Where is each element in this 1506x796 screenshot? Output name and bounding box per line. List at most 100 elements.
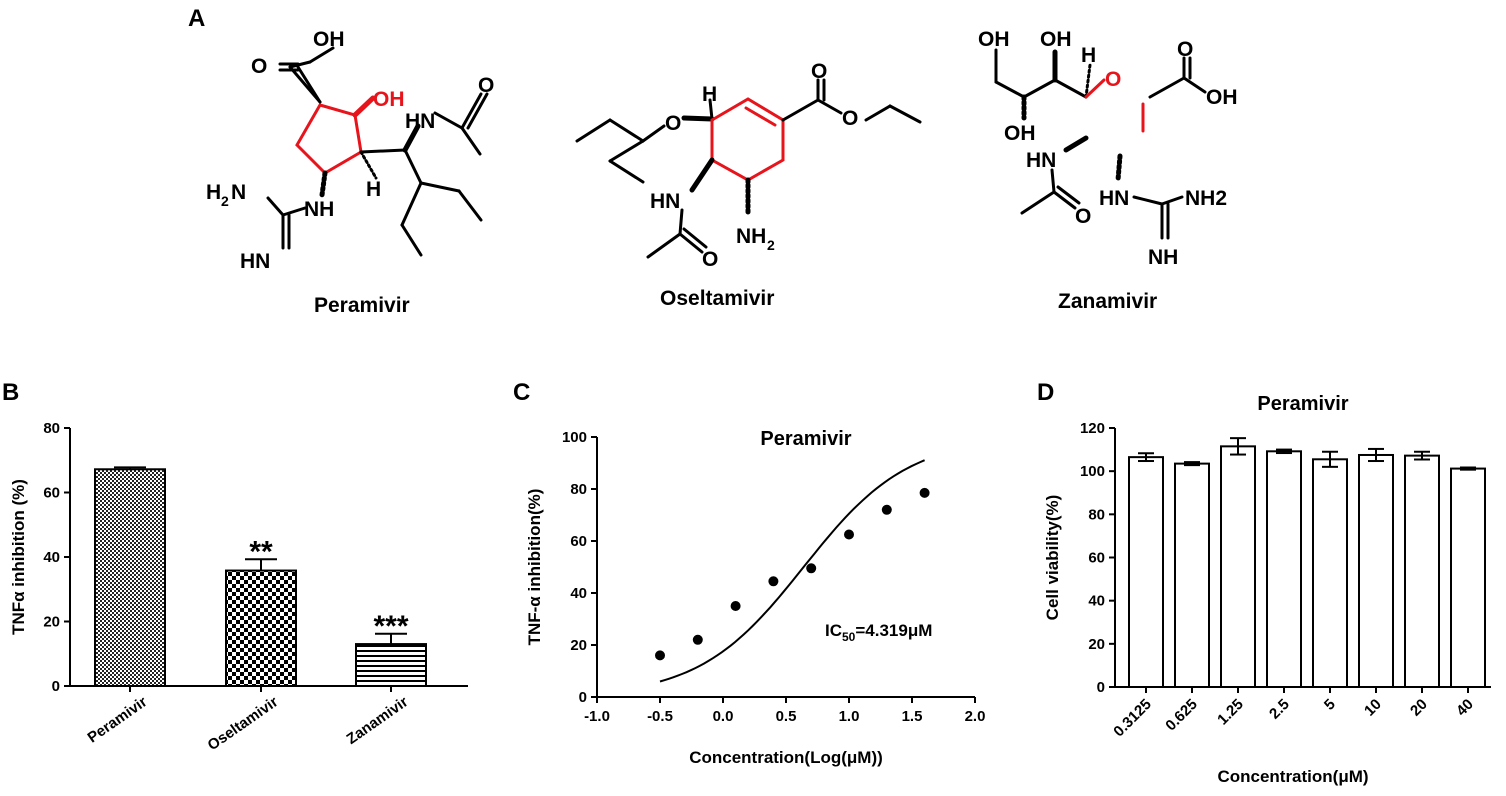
d-ytick-label-4: 80	[1088, 506, 1105, 523]
c-xtick-label-4: 1.0	[839, 708, 860, 725]
c-point-0	[655, 650, 665, 661]
zanamivir-oh2: OH	[1040, 28, 1072, 51]
c-ytick-label-4: 80	[570, 481, 587, 498]
c-ytick-label-2: 40	[570, 585, 587, 602]
structure-oseltamivir	[575, 78, 922, 259]
c-xtick-label-2: 0.0	[713, 708, 734, 725]
structure-peramivir-labels: OH O OH HN O H H 2 N NH HN Peramivir	[206, 28, 494, 317]
c-ytick-label-3: 60	[570, 533, 587, 550]
b-significance-1: **	[249, 535, 273, 568]
c-xtick-label-1: -0.5	[647, 708, 673, 725]
b-ylabel: TNFα inhibition (%)	[9, 479, 28, 635]
b-xtick-label-1: Oseltamivir	[205, 693, 282, 754]
c-point-6	[881, 504, 892, 515]
d-xtick-label-0: 0.3125	[1110, 696, 1154, 740]
oseltamivir-carbonyl-o: O	[811, 60, 827, 83]
peramivir-hn: HN	[240, 250, 270, 273]
zanamivir-hn: HN	[1026, 149, 1056, 172]
structure-zanamivir-labels: OH OH H O O OH OH HN HN NH2 O NH Zanamiv…	[978, 28, 1238, 313]
peramivir-cooh-oh: OH	[313, 28, 345, 51]
b-bar-0	[94, 468, 166, 687]
oseltamivir-ester-o: O	[842, 107, 858, 130]
b-ytick-label-2: 40	[43, 549, 60, 566]
d-xtick-label-2: 1.25	[1214, 696, 1247, 729]
oseltamivir-hn: HN	[650, 190, 680, 213]
zanamivir-oh1: OH	[978, 28, 1010, 51]
d-ytick-label-0: 0	[1097, 679, 1105, 696]
d-ytick-label-2: 40	[1088, 593, 1105, 610]
d-xtick-label-1: 0.625	[1162, 696, 1201, 735]
d-xlabel: Concentration(μM)	[1217, 767, 1368, 786]
b-significance-2: ***	[373, 610, 408, 643]
peramivir-h2n-sub: 2	[221, 193, 229, 209]
peramivir-h: H	[366, 178, 381, 201]
panel-label-d: D	[1037, 379, 1054, 406]
peramivir-nh: NH	[304, 198, 334, 221]
d-xtick-label-4: 5	[1321, 696, 1339, 714]
oseltamivir-caption: Oseltamivir	[660, 287, 774, 310]
zanamivir-carbonyl-o: O	[1177, 38, 1193, 61]
oseltamivir-ether-o: O	[665, 112, 681, 135]
c-title: Peramivir	[760, 428, 851, 450]
c-point-4	[806, 563, 817, 574]
peramivir-caption: Peramivir	[314, 294, 410, 317]
c-xlabel: Concentration(Log(μM))	[689, 748, 883, 767]
d-bar-3	[1266, 450, 1302, 688]
zanamivir-ring-o: O	[1105, 68, 1121, 91]
d-bar-1	[1174, 462, 1210, 688]
zanamivir-nh: NH	[1148, 246, 1178, 269]
peramivir-h2n-h: H	[206, 181, 221, 204]
d-ytick-label-6: 120	[1080, 420, 1105, 437]
d-bar-0	[1128, 456, 1164, 689]
c-point-7	[919, 487, 930, 498]
peramivir-amide-o: O	[478, 74, 494, 97]
peramivir-carbonyl-o: O	[251, 55, 267, 78]
c-ic50-annotation: IC50=4.319μM	[825, 621, 932, 644]
b-ytick-label-4: 80	[43, 420, 60, 437]
b-bar-2	[355, 643, 427, 688]
c-point-5	[844, 529, 854, 540]
d-ytick-label-3: 60	[1088, 550, 1105, 567]
oseltamivir-h: H	[702, 83, 717, 106]
c-ytick-label-5: 100	[562, 429, 587, 446]
d-bar-6	[1404, 454, 1440, 689]
d-xtick-label-7: 40	[1453, 696, 1477, 720]
c-xtick-label-0: -1.0	[584, 708, 610, 725]
b-xtick-label-0: Peramivir	[85, 693, 151, 746]
oseltamivir-nh2: NH	[736, 225, 766, 248]
d-bar-5	[1358, 453, 1394, 688]
peramivir-oh: OH	[373, 88, 405, 111]
c-ytick-label-1: 20	[570, 637, 587, 654]
structure-oseltamivir-labels: O H O O HN O NH 2 Oseltamivir	[650, 60, 858, 310]
d-ytick-label-5: 100	[1080, 463, 1105, 480]
panel-label-b: B	[2, 379, 19, 406]
oseltamivir-nh2-sub: 2	[767, 237, 775, 253]
zanamivir-nh2: NH2	[1185, 187, 1227, 210]
c-ytick-label-0: 0	[579, 689, 587, 706]
d-bar-7	[1450, 467, 1486, 688]
peramivir-h2n-n: N	[231, 181, 246, 204]
b-xtick-label-2: Zanamivir	[343, 693, 411, 748]
zanamivir-hn2: HN	[1099, 187, 1129, 210]
d-ylabel: Cell viability(%)	[1043, 495, 1062, 621]
d-xtick-label-5: 10	[1361, 696, 1385, 720]
c-xtick-label-6: 2.0	[965, 708, 986, 725]
d-xtick-label-6: 20	[1407, 696, 1431, 720]
b-ytick-label-3: 60	[43, 485, 60, 502]
structure-zanamivir	[994, 48, 1207, 240]
d-xtick-label-3: 2.5	[1266, 696, 1293, 723]
c-xtick-label-3: 0.5	[776, 708, 797, 725]
b-ytick-label-1: 20	[43, 614, 60, 631]
structure-peramivir	[266, 46, 489, 257]
peramivir-amide-hn: HN	[405, 110, 435, 133]
c-fit-curve	[659, 459, 925, 683]
b-ytick-label-0: 0	[52, 678, 60, 695]
panel-label-a: A	[188, 5, 205, 32]
oseltamivir-amide-o: O	[702, 248, 718, 271]
d-ytick-label-1: 20	[1088, 636, 1105, 653]
d-title: Peramivir	[1257, 393, 1348, 415]
